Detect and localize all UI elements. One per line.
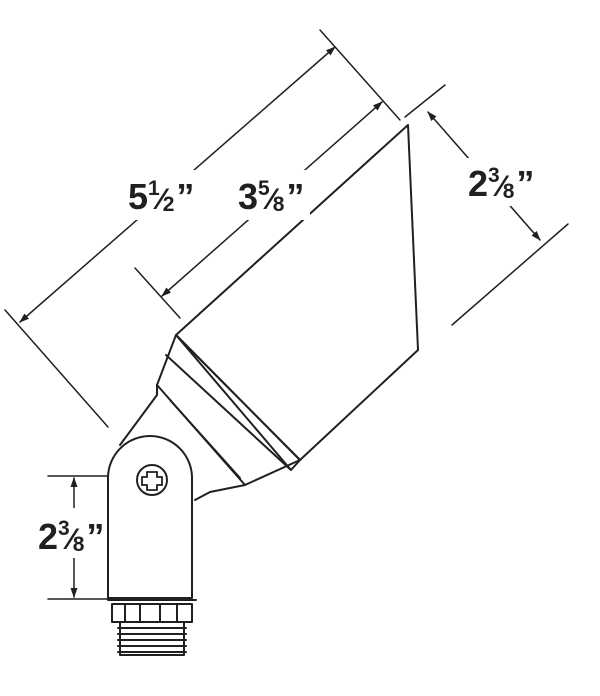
knuckle-body <box>107 435 193 599</box>
collar-band-line-2 <box>175 334 301 461</box>
base-height-denominator: 8 <box>72 533 85 556</box>
fixture-neck <box>119 384 246 501</box>
fitting-thread <box>117 621 187 656</box>
face-extension-line-bottom <box>451 223 569 326</box>
face-width-whole: 2 <box>468 163 489 204</box>
extension-line-top <box>319 29 401 121</box>
face-width-label: 23⁄8” <box>468 163 535 204</box>
face-width-denominator: 8 <box>502 180 515 203</box>
overall-length-label: 51⁄2” <box>128 176 195 217</box>
head-length-unit: ” <box>286 176 305 217</box>
base-height-numerator: 3 <box>58 517 70 540</box>
neck-edge <box>169 399 241 479</box>
face-width-unit: ” <box>516 163 535 204</box>
screw-head <box>136 464 168 496</box>
base-height-whole: 2 <box>38 516 59 557</box>
overall-length-whole: 5 <box>128 176 149 217</box>
fitting-nut <box>111 603 193 623</box>
base-height-label: 23⁄8” <box>38 516 105 557</box>
overall-length-denominator: 2 <box>162 193 175 216</box>
head-extension-line <box>134 267 181 319</box>
face-extension-line-top <box>404 84 446 118</box>
overall-length-unit: ” <box>176 176 195 217</box>
head-length-whole: 3 <box>238 176 259 217</box>
extension-line-bottom <box>4 309 109 428</box>
head-length-denominator: 8 <box>272 193 285 216</box>
collar-band-line <box>165 354 292 471</box>
face-width-numerator: 3 <box>488 164 500 187</box>
head-length-numerator: 5 <box>258 177 270 200</box>
base-height-unit: ” <box>86 516 105 557</box>
head-length-label: 35⁄8” <box>238 176 305 217</box>
overall-length-numerator: 1 <box>148 177 160 200</box>
